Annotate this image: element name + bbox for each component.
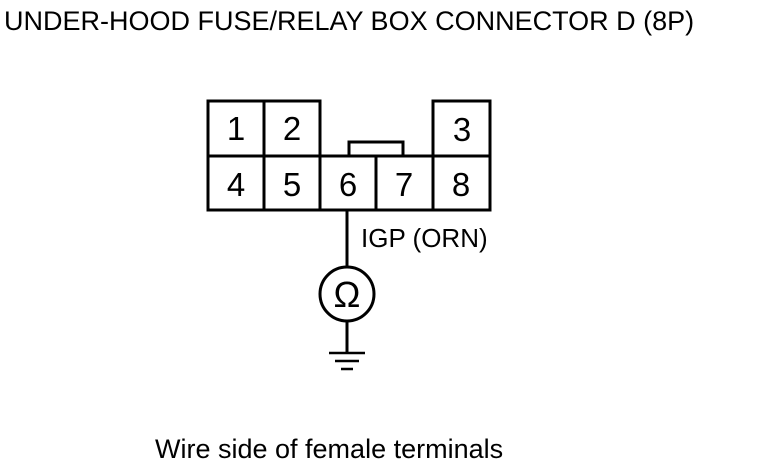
diagram-title: UNDER-HOOD FUSE/RELAY BOX CONNECTOR D (8… [4, 6, 695, 36]
pin-7-label: 7 [395, 166, 413, 203]
pin-2-label: 2 [283, 110, 301, 147]
locking-tab [347, 140, 405, 156]
pin-6-label: 6 [339, 166, 357, 203]
ground-icon [329, 351, 365, 371]
pin-5-label: 5 [283, 166, 301, 203]
pin-1-label: 1 [227, 110, 245, 147]
ohm-symbol: Ω [334, 274, 361, 315]
pin-3-label: 3 [453, 111, 471, 148]
pin-8-label: 8 [452, 166, 470, 203]
pin-4-label: 4 [227, 166, 245, 203]
wire-label: IGP (ORN) [361, 223, 488, 253]
view-caption: Wire side of female terminals [155, 434, 504, 464]
bottom-cavity-row [206, 154, 492, 212]
